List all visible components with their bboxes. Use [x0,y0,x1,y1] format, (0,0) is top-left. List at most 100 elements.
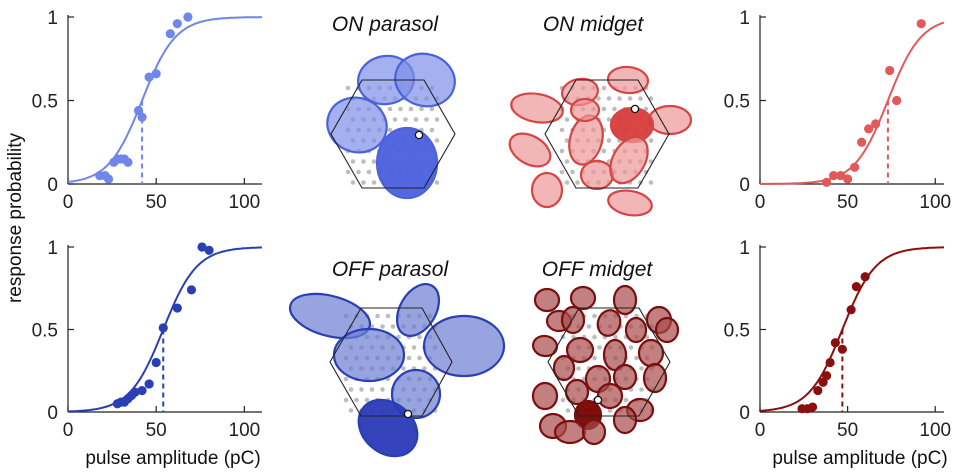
data-point [821,177,832,187]
electrode-dot [564,138,570,143]
electrode-dot [380,387,385,392]
electrode-dot [592,355,597,361]
y-tick-label: 0 [739,403,750,424]
electrode-dot [627,96,633,101]
data-point [137,385,147,396]
mosaic-off-midget: OFF midget [531,258,680,446]
receptive-field [553,419,587,445]
y-tick-label: 1 [47,238,58,259]
electrode-dot [634,355,639,361]
receptive-field [596,382,624,410]
electrode-dot [419,106,424,112]
electrode-dot [429,106,435,112]
x-axis-label: pulse amplitude (pC) [85,448,260,469]
data-point [825,357,835,368]
electrode-dot [639,387,644,392]
electrode-dot [613,334,618,340]
electrode-dot [564,180,570,185]
electrode-hexagon [547,307,671,417]
receptive-field [612,284,638,316]
receptive-field [510,92,564,124]
data-point [843,174,853,184]
data-point [158,323,168,333]
electrode-dot [643,106,649,112]
receptive-field [530,171,564,209]
data-point [197,242,207,252]
data-point [204,245,214,255]
data-point [837,344,847,354]
y-tick-label: 1 [47,8,58,29]
electrode-dot [564,117,570,122]
electrode-dot [350,180,356,185]
data-point [864,124,874,134]
y-tick-label: 0.5 [724,321,750,342]
data-point [151,357,161,368]
receptive-field-highlighted [357,398,419,458]
electrode-dot [596,96,601,101]
electrode-dot [648,138,654,143]
x-tick-label: 0 [755,192,766,213]
data-point [892,95,902,106]
data-point [144,72,154,82]
electrode-dot [565,408,571,413]
electrode-dot [639,366,644,371]
data-point [137,112,147,122]
receptive-field [394,52,456,108]
mosaic-title-off-midget: OFF midget [542,258,654,281]
stimulating-electrode [403,409,413,419]
receptive-field [565,336,595,364]
electrode-dot [434,138,440,143]
electrode-dot [597,345,602,350]
mosaic-on-midget: ON midget [508,13,693,217]
electrode-dot [361,159,366,164]
x-tick-label: 100 [229,420,261,441]
x-tick-label: 50 [146,420,167,441]
data-point [151,69,161,79]
electrode-dot [348,387,354,392]
electrode-hexagon [330,79,456,189]
data-point [144,379,154,389]
electrode-dot [434,180,440,185]
electrode-dot [345,85,351,91]
y-tick-label: 0.5 [32,92,58,113]
y-tick-label: 0.5 [724,92,750,113]
electrode-dot [422,366,427,371]
data-point [836,171,846,181]
mosaic-on-parasol: ON parasol [326,13,456,200]
x-tick-label: 50 [146,192,167,213]
electrode-dot [638,96,643,101]
receptive-field [395,283,441,337]
electrode-dot [406,355,412,361]
receptive-field [508,132,552,168]
y-tick-label: 1 [739,238,750,259]
electrode-dot [401,366,406,371]
electrode-dot [417,334,422,340]
receptive-field [569,285,597,311]
electrode-dot [592,334,597,340]
electrode-dot [354,397,359,403]
data-point [821,371,832,381]
x-tick-label: 50 [837,420,858,441]
receptive-field-highlighted [375,126,439,200]
data-point [165,29,175,39]
electrode-dot [345,169,351,175]
stimulating-electrode [414,130,424,140]
electrode-dot [601,106,607,112]
receptive-field [531,381,559,411]
electrode-dot [606,138,612,143]
electrode-dot [366,169,372,175]
electrode-dot [570,169,575,175]
electrode-hexagon [544,79,670,189]
receptive-field [612,363,638,391]
receptive-field [422,314,506,378]
electrode-dot [606,96,612,101]
data-point [807,402,818,412]
y-tick-label: 0.5 [32,321,58,342]
data-point [916,19,926,29]
receptive-field [624,316,648,344]
electrode-dot [411,345,417,350]
fit-curve [759,246,944,412]
